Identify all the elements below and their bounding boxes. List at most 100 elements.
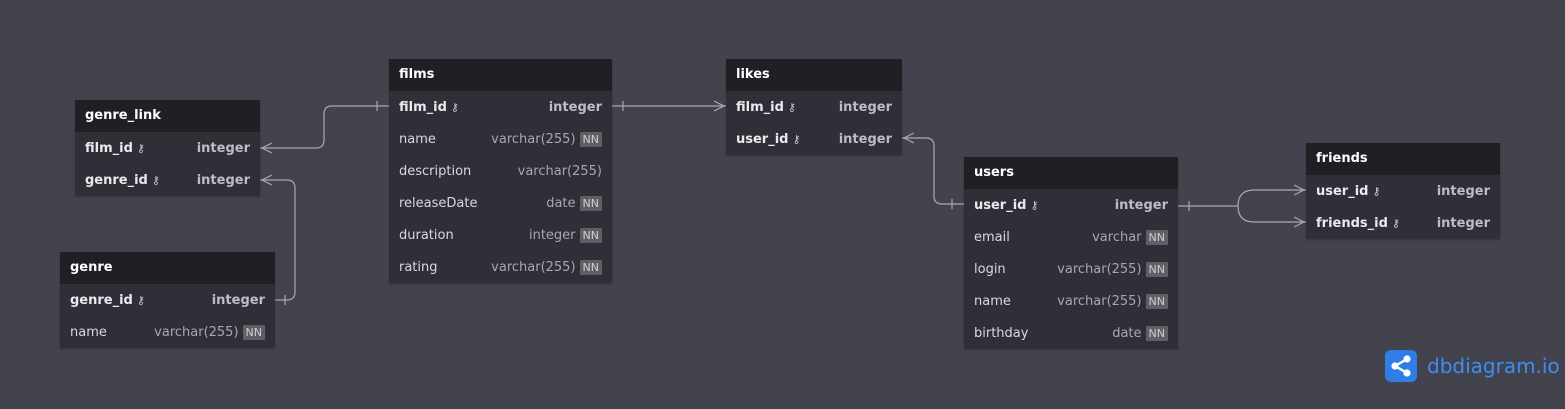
field-row[interactable]: rating varchar(255) NN [389, 251, 612, 283]
field-row[interactable]: user_id⚷ integer [1306, 175, 1500, 207]
not-null-badge: NN [579, 259, 602, 275]
field-row[interactable]: email varchar NN [964, 221, 1178, 253]
field-type: varchar(255) [491, 131, 576, 147]
table-genre_link[interactable]: genre_link film_id⚷ integer genre_id⚷ in… [75, 100, 260, 196]
crow-foot-many [902, 132, 915, 144]
field-row[interactable]: film_id⚷ integer [726, 91, 902, 123]
field-row[interactable]: genre_id⚷ integer [75, 164, 260, 196]
table-users[interactable]: users user_id⚷ integer email varchar NN … [964, 157, 1178, 349]
field-name: rating [399, 259, 438, 275]
field-name: friends_id⚷ [1316, 215, 1400, 231]
brand-text: dbdiagram.io [1427, 354, 1560, 378]
crow-foot-many [260, 142, 273, 154]
rel-likes-users [902, 137, 964, 205]
table-friends[interactable]: friends user_id⚷ integer friends_id⚷ int… [1306, 143, 1500, 239]
field-type: varchar(255) [491, 259, 576, 275]
rel-genre-link-genre [260, 179, 296, 301]
field-type: integer [838, 131, 892, 147]
field-name: genre_id⚷ [70, 292, 145, 308]
table-header[interactable]: users [964, 157, 1178, 189]
field-type: varchar [1092, 229, 1142, 245]
field-type: integer [548, 99, 602, 115]
field-row[interactable]: name varchar(255) NN [60, 316, 275, 348]
field-type: integer [1436, 183, 1490, 199]
field-row[interactable]: description varchar(255) [389, 155, 612, 187]
field-type: integer [196, 172, 250, 188]
field-name: film_id⚷ [85, 140, 145, 156]
field-row[interactable]: name varchar(255) NN [389, 123, 612, 155]
key-icon: ⚷ [787, 100, 796, 114]
brand-logo[interactable]: dbdiagram.io [1385, 350, 1560, 382]
field-type: varchar(255) [1057, 293, 1142, 309]
field-row[interactable]: film_id⚷ integer [389, 91, 612, 123]
rel-users-friends-user [1237, 189, 1306, 207]
field-name: birthday [974, 325, 1029, 341]
field-name: name [399, 131, 436, 147]
field-row[interactable]: releaseDate date NN [389, 187, 612, 219]
field-row[interactable]: birthday date NN [964, 317, 1178, 349]
field-name: email [974, 229, 1010, 245]
field-row[interactable]: user_id⚷ integer [726, 123, 902, 155]
table-header[interactable]: friends [1306, 143, 1500, 175]
field-name: releaseDate [399, 195, 478, 211]
table-header[interactable]: films [389, 59, 612, 91]
field-name: genre_id⚷ [85, 172, 160, 188]
table-header[interactable]: genre [60, 252, 275, 284]
table-header[interactable]: likes [726, 59, 902, 91]
not-null-badge: NN [1145, 293, 1168, 309]
field-row[interactable]: user_id⚷ integer [964, 189, 1178, 221]
field-row[interactable]: friends_id⚷ integer [1306, 207, 1500, 239]
crow-foot-many [1293, 216, 1306, 228]
field-row[interactable]: genre_id⚷ integer [60, 284, 275, 316]
not-null-badge: NN [242, 324, 265, 340]
table-likes[interactable]: likes film_id⚷ integer user_id⚷ integer [726, 59, 902, 155]
field-name: name [974, 293, 1011, 309]
field-name: user_id⚷ [736, 131, 801, 147]
field-type: integer [211, 292, 265, 308]
key-icon: ⚷ [136, 141, 145, 155]
rel-users-friends-friend [1237, 205, 1306, 223]
key-icon: ⚷ [1030, 198, 1039, 212]
field-name: login [974, 261, 1006, 277]
field-name: name [70, 324, 107, 340]
field-type: varchar(255) [1057, 261, 1142, 277]
field-row[interactable]: film_id⚷ integer [75, 132, 260, 164]
key-icon: ⚷ [1391, 216, 1400, 230]
not-null-badge: NN [1145, 261, 1168, 277]
crow-foot-many [1293, 184, 1306, 196]
crow-foot-many [260, 174, 273, 186]
field-type: integer [838, 99, 892, 115]
key-icon: ⚷ [450, 100, 459, 114]
crow-foot-many [713, 100, 726, 112]
not-null-badge: NN [579, 195, 602, 211]
field-type: integer [1436, 215, 1490, 231]
not-null-badge: NN [579, 131, 602, 147]
field-type: date [1112, 325, 1142, 341]
field-row[interactable]: login varchar(255) NN [964, 253, 1178, 285]
table-films[interactable]: films film_id⚷ integer name varchar(255)… [389, 59, 612, 283]
field-row[interactable]: duration integer NN [389, 219, 612, 251]
field-type: integer [1114, 197, 1168, 213]
field-name: user_id⚷ [1316, 183, 1381, 199]
table-header[interactable]: genre_link [75, 100, 260, 132]
not-null-badge: NN [579, 227, 602, 243]
not-null-badge: NN [1145, 325, 1168, 341]
field-name: duration [399, 227, 454, 243]
field-type: integer [196, 140, 250, 156]
field-name: film_id⚷ [736, 99, 796, 115]
field-name: user_id⚷ [974, 197, 1039, 213]
key-icon: ⚷ [136, 293, 145, 307]
key-icon: ⚷ [151, 173, 160, 187]
key-icon: ⚷ [1372, 184, 1381, 198]
field-row[interactable]: name varchar(255) NN [964, 285, 1178, 317]
field-type: date [546, 195, 576, 211]
field-name: description [399, 163, 472, 179]
field-type: varchar(255) [154, 324, 239, 340]
field-type: varchar(255) [517, 163, 602, 179]
table-genre[interactable]: genre genre_id⚷ integer name varchar(255… [60, 252, 275, 348]
share-nodes-icon [1385, 350, 1417, 382]
field-type: integer [528, 227, 576, 243]
field-name: film_id⚷ [399, 99, 459, 115]
